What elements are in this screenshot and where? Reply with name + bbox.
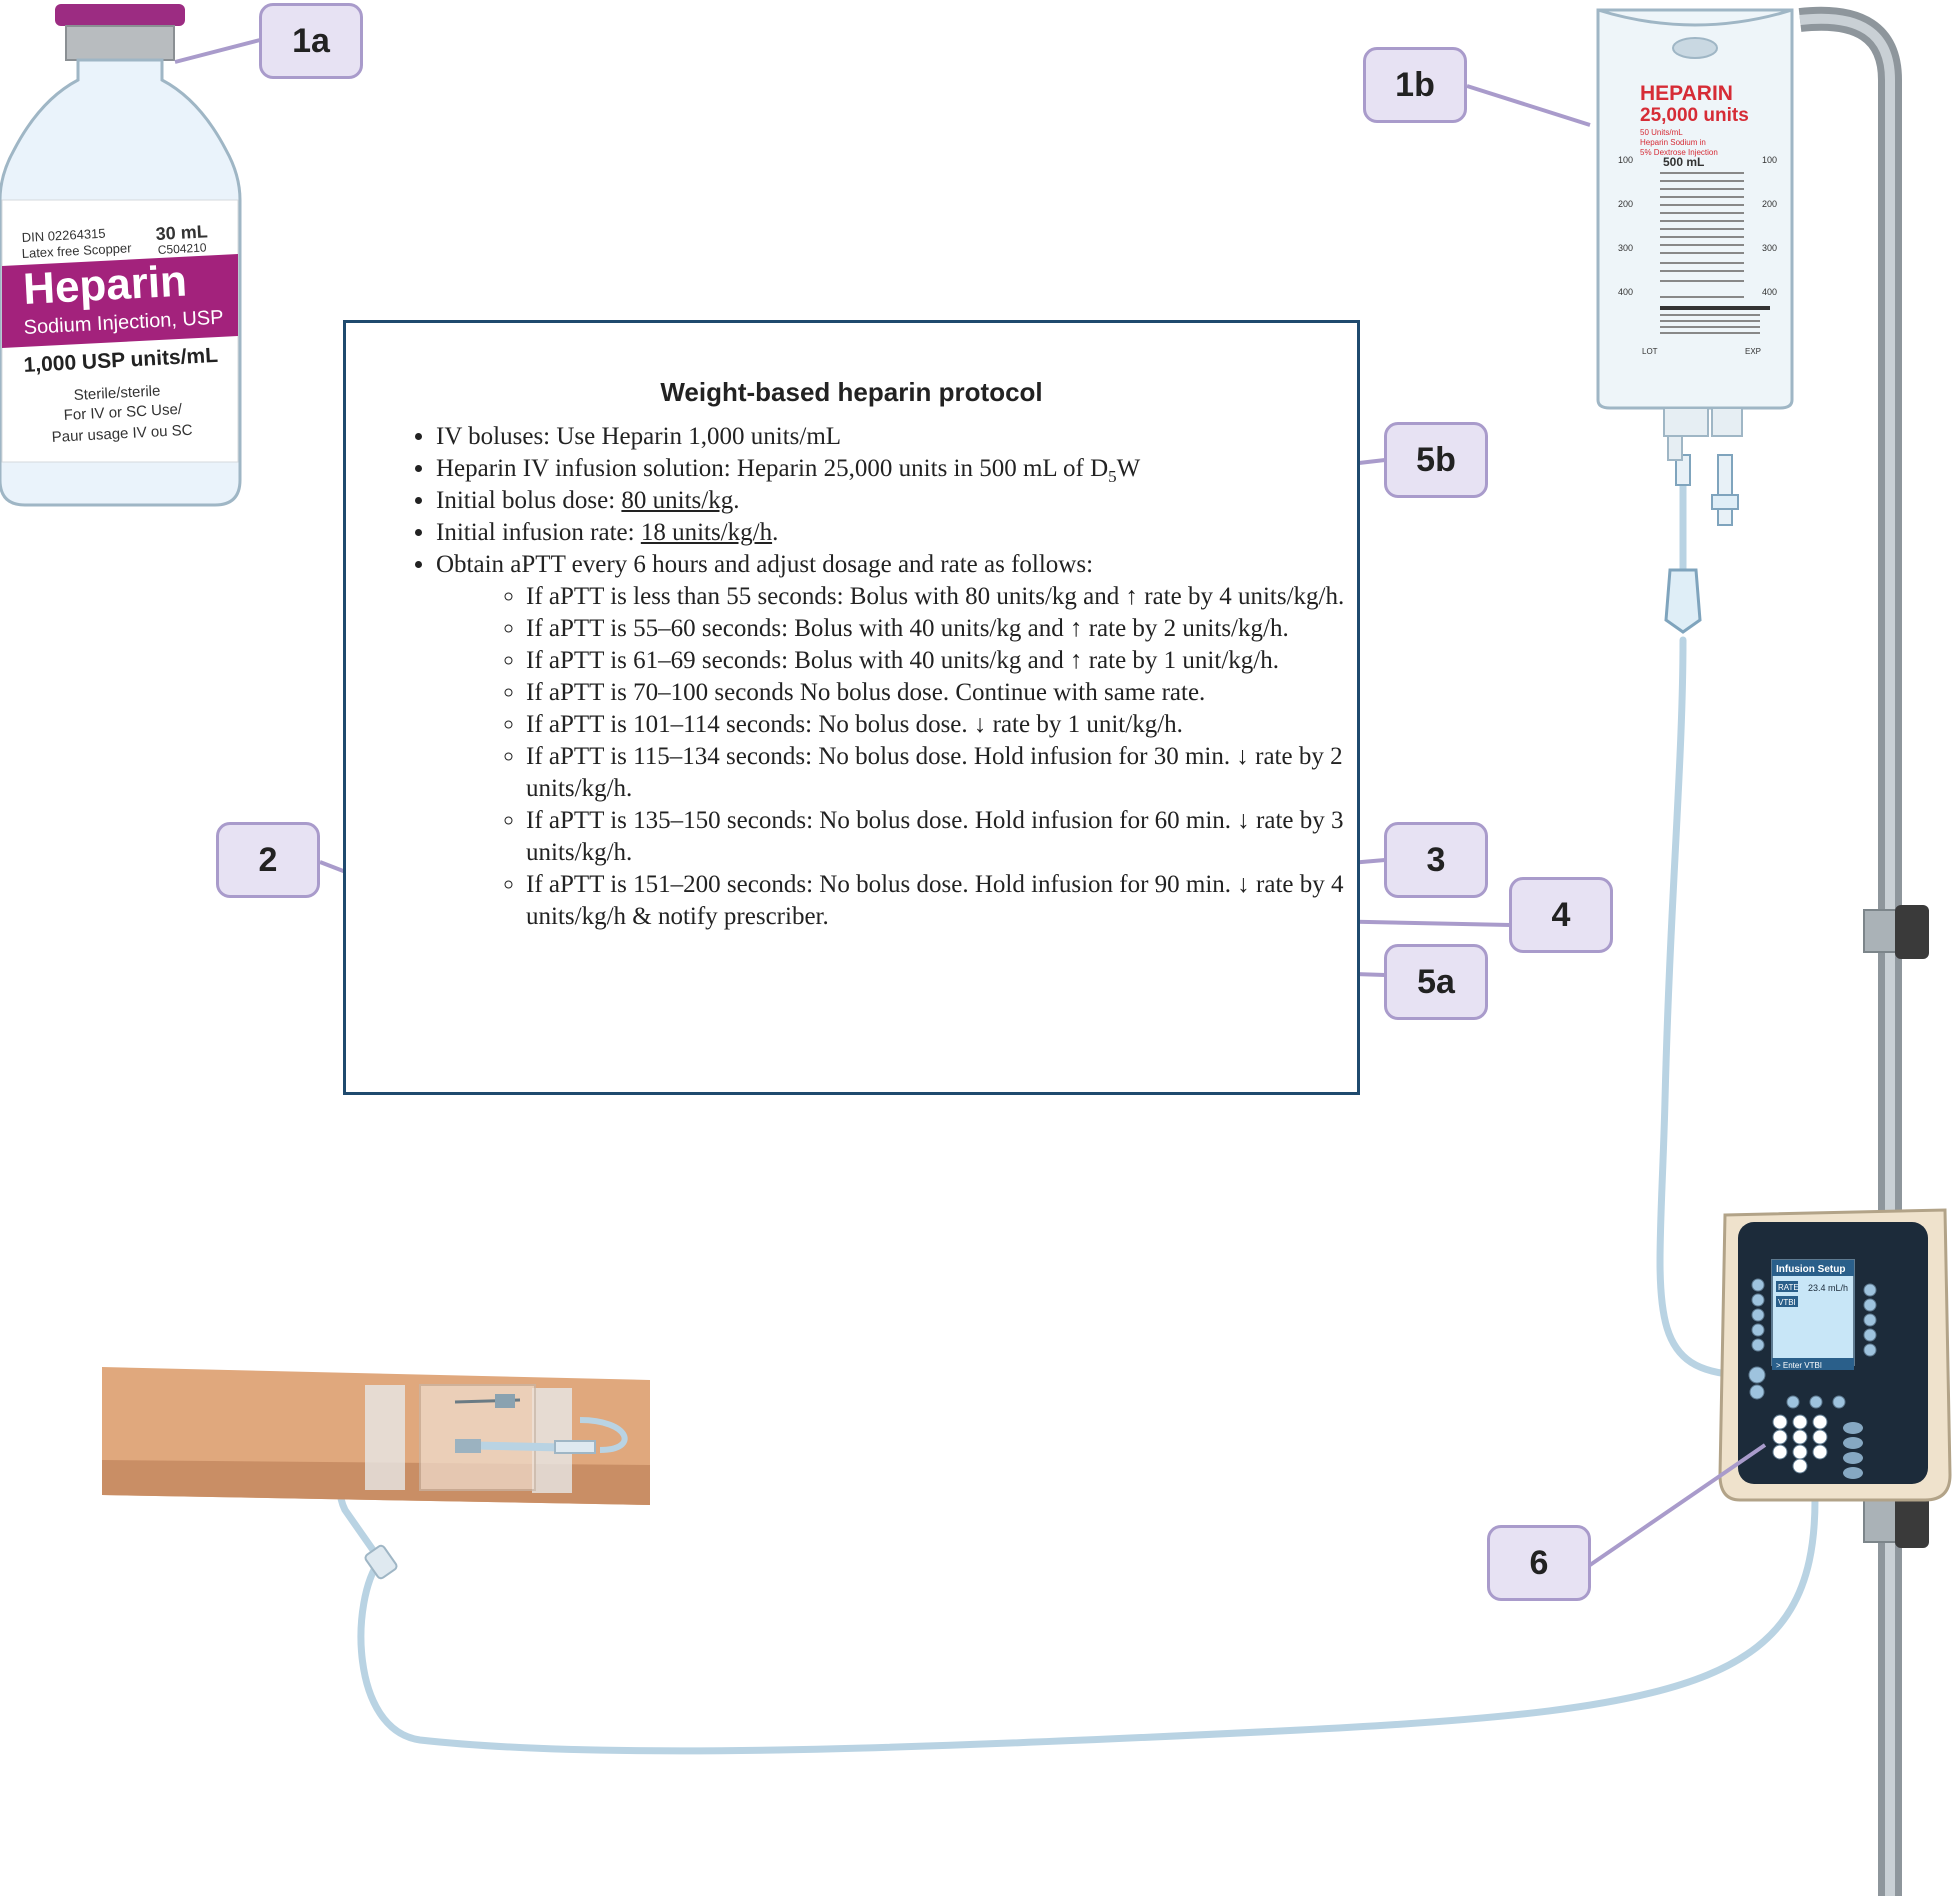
bag-sub3: 5% Dextrose Injection <box>1640 148 1718 157</box>
bag-volume: 500 mL <box>1663 155 1704 169</box>
bag-sub2: Heparin Sodium in <box>1640 138 1706 147</box>
callout-1a: 1a <box>259 3 363 79</box>
protocol-initial-rate-end: . <box>772 519 779 546</box>
callout-5a: 5a <box>1384 944 1488 1020</box>
vial-line1: Sterile/sterile <box>73 382 160 404</box>
protocol-item: Initial infusion rate: 18 units/kg/h. <box>436 517 1386 549</box>
iv-bag: HEPARIN 25,000 units 50 Units/mL Heparin… <box>1596 8 1794 461</box>
vial-line2: For IV or SC Use/ <box>63 401 183 424</box>
protocol-infusion-sub: 5 <box>1108 467 1117 486</box>
pump-vtbi-label: VTBI <box>1778 1298 1796 1307</box>
callout-4: 4 <box>1509 877 1613 953</box>
bag-sub1: 50 Units/mL <box>1640 128 1683 137</box>
callout-5b: 5b <box>1384 422 1488 498</box>
pump-screen-title: Infusion Setup <box>1776 1264 1845 1275</box>
bag-mark-400-left: 400 <box>1618 287 1633 297</box>
pump-prompt: > Enter VTBI <box>1776 1361 1822 1370</box>
bag-lot: LOT <box>1642 347 1658 356</box>
vial-latex: Latex free Scopper <box>21 240 132 261</box>
leader-1a <box>174 38 261 64</box>
bag-mark-100-right: 100 <box>1762 155 1777 165</box>
protocol-subitem: If aPTT is 70–100 seconds No bolus dose.… <box>526 677 1386 709</box>
callout-6: 6 <box>1487 1525 1591 1601</box>
bag-mark-200-right: 200 <box>1762 199 1777 209</box>
protocol-initial-bolus-label: Initial bolus dose: <box>436 487 622 514</box>
bag-title: HEPARIN <box>1640 82 1733 105</box>
callout-2: 2 <box>216 822 320 898</box>
protocol-sublist: If aPTT is less than 55 seconds: Bolus w… <box>436 581 1386 933</box>
vial-din: DIN 02264315 <box>21 226 106 245</box>
vial-code: C504210 <box>157 240 207 257</box>
bag-units: 25,000 units <box>1640 105 1749 126</box>
protocol-title: Weight-based heparin protocol <box>660 377 1043 407</box>
leader-6 <box>1588 1443 1767 1567</box>
pump-rate-label: RATE <box>1778 1283 1799 1292</box>
drip-chamber <box>1664 454 1739 634</box>
pump-rate-value: 23.4 mL/h <box>1808 1283 1848 1293</box>
protocol-box: Weight-based heparin protocol IV boluses… <box>343 320 1360 1095</box>
protocol-subitem: If aPTT is 101–114 seconds: No bolus dos… <box>526 709 1386 741</box>
protocol-initial-bolus-end: . <box>733 487 740 514</box>
protocol-initial-rate-value: 18 units/kg/h <box>640 519 773 546</box>
protocol-subitem: If aPTT is 55–60 seconds: Bolus with 40 … <box>526 613 1386 645</box>
vial-volume: 30 mL <box>155 221 208 244</box>
protocol-initial-rate-label: Initial infusion rate: <box>436 519 641 546</box>
bag-mark-100-left: 100 <box>1618 155 1633 165</box>
vial-brand: Heparin <box>22 256 188 314</box>
patient-arm <box>102 1367 650 1580</box>
protocol-item: IV boluses: Use Heparin 1,000 units/mL <box>436 421 1386 453</box>
leader-1b <box>1466 84 1591 127</box>
protocol-item: Heparin IV infusion solution: Heparin 25… <box>436 453 1386 485</box>
protocol-item: Obtain aPTT every 6 hours and adjust dos… <box>436 549 1386 933</box>
protocol-aptt-text: Obtain aPTT every 6 hours and adjust dos… <box>436 551 1094 578</box>
protocol-infusion-text: Heparin IV infusion solution: Heparin 25… <box>436 455 1109 482</box>
protocol-subitem: If aPTT is 115–134 seconds: No bolus dos… <box>526 741 1386 805</box>
heparin-vial: DIN 02264315 Latex free Scopper 30 mL C5… <box>0 4 242 507</box>
callout-3: 3 <box>1384 822 1488 898</box>
bag-exp: EXP <box>1745 347 1761 356</box>
protocol-bolus-text: IV boluses: Use Heparin 1,000 units/mL <box>436 423 842 450</box>
protocol-subitem: If aPTT is 135–150 seconds: No bolus dos… <box>526 805 1386 869</box>
bag-mark-400-right: 400 <box>1762 287 1777 297</box>
protocol-subitem: If aPTT is less than 55 seconds: Bolus w… <box>526 581 1386 613</box>
bag-mark-300-left: 300 <box>1618 243 1633 253</box>
protocol-item: Initial bolus dose: 80 units/kg. <box>436 485 1386 517</box>
bag-mark-300-right: 300 <box>1762 243 1777 253</box>
protocol-subitem: If aPTT is 151–200 seconds: No bolus dos… <box>526 869 1386 933</box>
infusion-pump: Infusion Setup RATE 23.4 mL/h VTBI > Ent… <box>1718 1208 1952 1502</box>
protocol-list: IV boluses: Use Heparin 1,000 units/mL H… <box>384 421 1386 933</box>
protocol-subitem: If aPTT is 61–69 seconds: Bolus with 40 … <box>526 645 1386 677</box>
callout-1b: 1b <box>1363 47 1467 123</box>
bag-mark-200-left: 200 <box>1618 199 1633 209</box>
protocol-infusion-end: W <box>1116 455 1141 482</box>
protocol-initial-bolus-value: 80 units/kg <box>621 487 734 514</box>
